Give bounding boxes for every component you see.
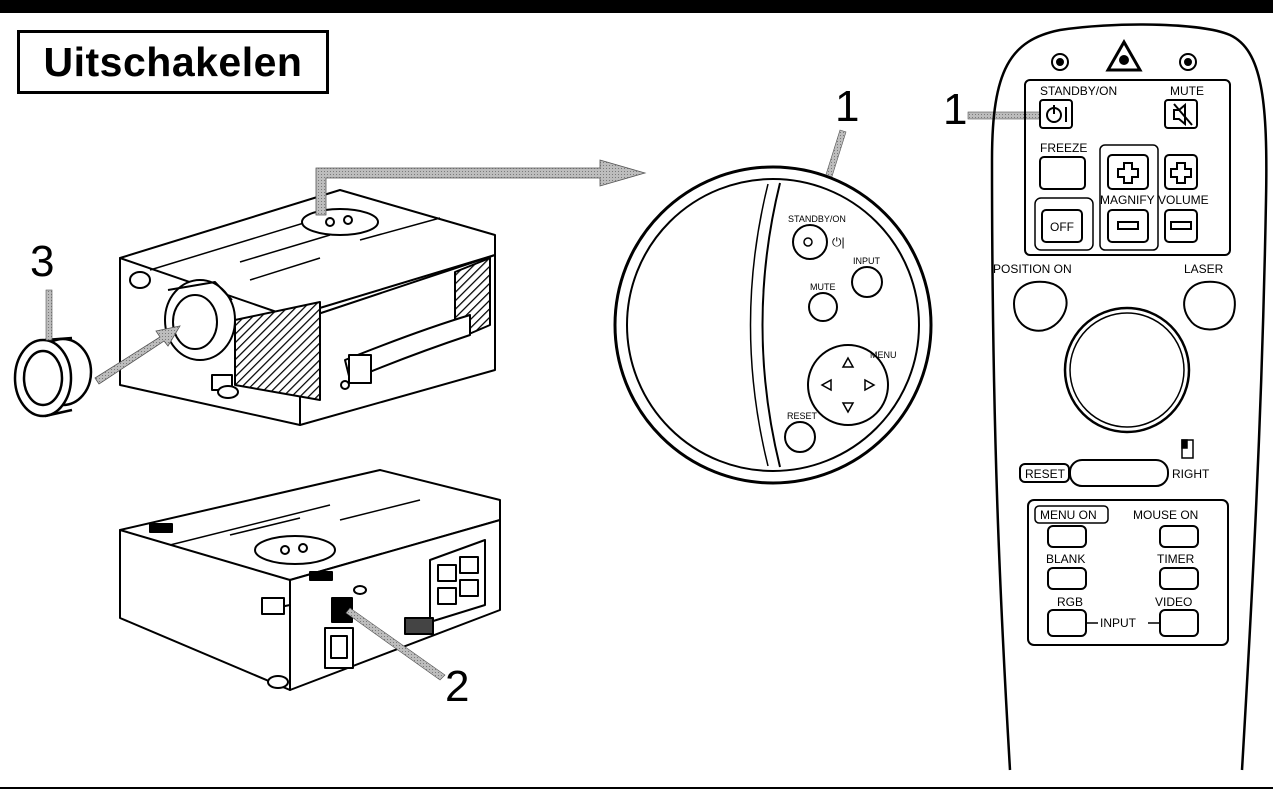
remote-magnify-plus-button[interactable]: [1107, 154, 1149, 190]
arrow-right-icon: [864, 378, 876, 392]
bottom-rule: [0, 787, 1273, 789]
lens-cap-illustration: [13, 336, 93, 418]
remote-magnify-label: MAGNIFY: [1100, 193, 1155, 207]
remote-timer-button[interactable]: [1159, 567, 1199, 590]
arrow-left-icon: [820, 378, 832, 392]
remote-laser-button[interactable]: [1183, 280, 1236, 331]
top-black-bar: [0, 0, 1273, 13]
magnify-group: [1099, 144, 1159, 251]
remote-control-body: [990, 23, 1268, 771]
remote-position-button[interactable]: [1013, 280, 1068, 332]
remote-input-label: INPUT: [1100, 616, 1137, 630]
title-box: Uitschakelen: [17, 30, 329, 94]
remote-volume-label: VOLUME: [1158, 193, 1209, 207]
standby-indicator-icon: [803, 237, 813, 247]
page-title: Uitschakelen: [43, 38, 303, 85]
remote-reset-label: RESET: [1025, 467, 1066, 481]
mute-speaker-icon: [1173, 102, 1193, 127]
panel-mute-button[interactable]: [808, 292, 838, 322]
remote-volume-minus-button[interactable]: [1164, 209, 1198, 243]
remote-magnify-minus-button[interactable]: [1107, 209, 1149, 243]
remote-laser-label: LASER: [1184, 262, 1224, 276]
plus-icon: [1170, 162, 1192, 184]
remote-top-panel: [1024, 79, 1231, 256]
remote-freeze-button[interactable]: [1039, 156, 1086, 190]
remote-top-icons: [1051, 53, 1197, 71]
callout-1-remote: 1: [943, 85, 968, 134]
minus-icon: [1117, 221, 1139, 230]
callout-3: 3: [30, 237, 55, 286]
arrow-down-icon: [841, 402, 855, 414]
off-group: [1034, 197, 1094, 251]
callout-1-panel: 1: [835, 82, 860, 131]
remote-menu-on-button[interactable]: [1047, 525, 1087, 548]
projector-rear-illustration: [119, 469, 501, 691]
remote-rgb-button[interactable]: [1047, 609, 1087, 637]
projector-front-illustration: [119, 189, 496, 426]
control-panel-closeup: [613, 165, 933, 485]
remote-video-label: VIDEO: [1155, 595, 1192, 609]
remote-standby-button[interactable]: [1039, 99, 1073, 129]
panel-input-button[interactable]: [851, 266, 883, 298]
panel-input-label: INPUT: [853, 256, 881, 266]
panel-mute-label: MUTE: [810, 282, 836, 292]
panel-reset-label: RESET: [787, 411, 818, 421]
remote-video-button[interactable]: [1159, 609, 1199, 637]
remote-standby-label: STANDBY/ON: [1040, 84, 1117, 98]
trackball-ring: [1069, 312, 1185, 428]
remote-off-button[interactable]: [1041, 209, 1083, 243]
mouse-icon: [1181, 439, 1194, 459]
remote-timer-label: TIMER: [1157, 552, 1195, 566]
remote-off-label: OFF: [1050, 220, 1074, 234]
remote-mouse-on-button[interactable]: [1159, 525, 1199, 548]
panel-standby-button[interactable]: [792, 224, 828, 260]
laser-warning-icon: [1105, 38, 1143, 72]
panel-reset-button[interactable]: [784, 421, 816, 453]
remote-menu-on-label: MENU ON: [1040, 508, 1097, 522]
panel-direction-pad[interactable]: [807, 344, 889, 426]
remote-blank-button[interactable]: [1047, 567, 1087, 590]
plus-icon: [1117, 162, 1139, 184]
remote-freeze-label: FREEZE: [1040, 141, 1087, 155]
remote-mute-label: MUTE: [1170, 84, 1204, 98]
remote-mouse-on-label: MOUSE ON: [1133, 508, 1198, 522]
menu-on-badge: [1034, 505, 1109, 524]
remote-volume-plus-button[interactable]: [1164, 154, 1198, 190]
minus-icon: [1170, 221, 1192, 230]
remote-blank-label: BLANK: [1046, 552, 1085, 566]
remote-position-on-label: POSITION ON: [993, 262, 1072, 276]
callout-2: 2: [445, 662, 470, 711]
power-icon: [1046, 105, 1067, 123]
panel-menu-label: MENU: [870, 350, 897, 360]
remote-bottom-panel: [1027, 499, 1229, 646]
panel-standby-label: STANDBY/ON: [788, 214, 846, 224]
remote-right-label: RIGHT: [1172, 467, 1210, 481]
panel-power-symbol: ⏻|: [832, 235, 845, 249]
remote-trackball[interactable]: [1063, 306, 1191, 434]
remote-reset-button[interactable]: [1069, 459, 1169, 487]
arrow-up-icon: [841, 356, 855, 368]
remote-rgb-label: RGB: [1057, 595, 1083, 609]
